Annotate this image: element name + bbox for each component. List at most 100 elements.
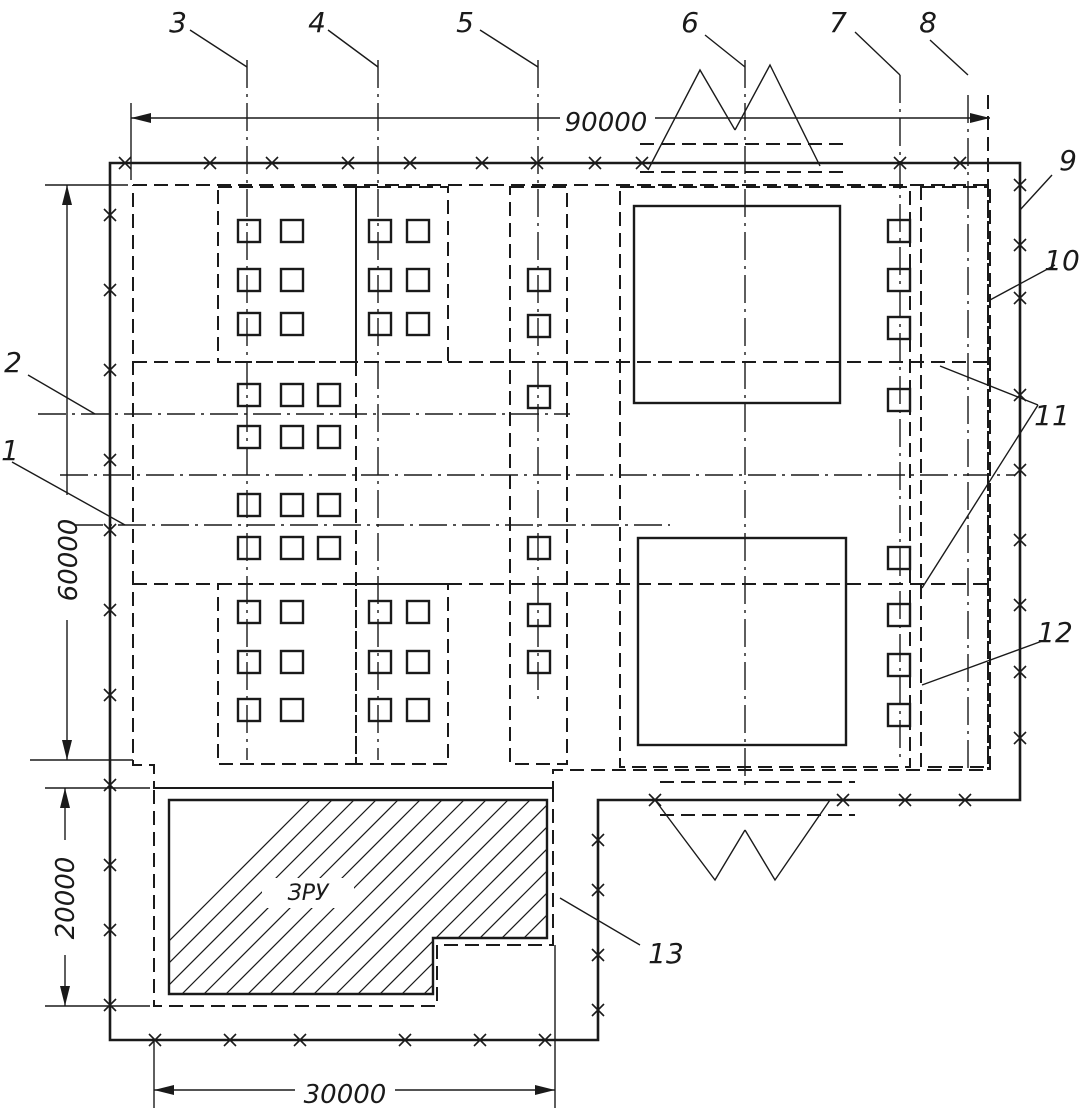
equipment-unit (236, 218, 262, 244)
fence-marker (148, 1033, 162, 1047)
fence-marker (103, 998, 117, 1012)
equipment-unit (316, 382, 342, 408)
callout-1: 1 (1, 434, 19, 467)
callout-5: 5 (456, 6, 474, 39)
fence-marker (1013, 238, 1027, 252)
equipment-unit (316, 492, 342, 518)
equipment-unit (405, 267, 431, 293)
line-entry-right (734, 63, 821, 167)
callout-7: 7 (829, 6, 847, 39)
transformer-bottom (636, 536, 848, 747)
fence-marker (103, 778, 117, 792)
fence-marker (530, 156, 544, 170)
equipment-unit (886, 652, 912, 678)
fence-marker (1013, 291, 1027, 305)
equipment-unit (886, 218, 912, 244)
equipment-unit (279, 697, 305, 723)
fence-marker (223, 1033, 237, 1047)
equipment-unit (405, 697, 431, 723)
callout-12: 12 (1037, 616, 1073, 649)
switchgear-label: ЗРУ (288, 881, 330, 906)
equipment-unit (316, 424, 342, 450)
dim-left-main-label: 60000 (54, 519, 84, 602)
bay-enclosure (217, 583, 357, 765)
fence-marker (293, 1033, 307, 1047)
equipment-unit (367, 649, 393, 675)
fence-marker (898, 793, 912, 807)
callout-6: 6 (681, 6, 699, 39)
callout-9: 9 (1059, 144, 1077, 177)
fence-marker (635, 156, 649, 170)
fence-marker (103, 688, 117, 702)
dim-bottom-label: 30000 (304, 1080, 387, 1110)
equipment-unit (236, 424, 262, 450)
equipment-unit (236, 649, 262, 675)
equipment-unit (279, 267, 305, 293)
equipment-unit (236, 311, 262, 337)
equipment-unit (405, 311, 431, 337)
callout-2: 2 (4, 346, 22, 379)
site-boundary-dashed (132, 184, 991, 789)
equipment-unit (405, 649, 431, 675)
bay-enclosure-right (920, 186, 989, 768)
fence-marker (103, 208, 117, 222)
line-entry-left (647, 68, 736, 171)
fence-marker (265, 156, 279, 170)
fence-marker (1013, 178, 1027, 192)
fence-marker (203, 156, 217, 170)
callout-11: 11 (1034, 399, 1070, 432)
label-backdrop (262, 878, 354, 908)
equipment-unit (279, 382, 305, 408)
equipment-unit (886, 387, 912, 413)
equipment-unit (526, 384, 552, 410)
zru-area-dashed (153, 787, 554, 1007)
fence-marker (1013, 731, 1027, 745)
fence-marker (398, 1033, 412, 1047)
dimension-bottom (153, 1040, 556, 1108)
fence-marker (103, 363, 117, 377)
fence-marker (103, 453, 117, 467)
fence-markers (103, 156, 1027, 1047)
equipment-unit (367, 599, 393, 625)
fence-marker (1013, 533, 1027, 547)
fence-marker (103, 523, 117, 537)
equipment-unit (886, 702, 912, 728)
equipment-unit (367, 267, 393, 293)
equipment-unit (526, 649, 552, 675)
equipment-unit (886, 545, 912, 571)
bay-enclosure (217, 186, 357, 363)
equipment-unit (279, 424, 305, 450)
fence-marker (538, 1033, 552, 1047)
equipment-unit (526, 313, 552, 339)
equipment-unit (279, 492, 305, 518)
callout-13: 13 (648, 937, 684, 970)
equipment-unit (236, 492, 262, 518)
fence-marker (591, 948, 605, 962)
dimension-left-lower (45, 787, 150, 1007)
dimension-left-main (30, 184, 133, 761)
callout-4: 4 (308, 6, 326, 39)
equipment-unit (279, 649, 305, 675)
fence-marker (1013, 463, 1027, 477)
fence-marker (103, 603, 117, 617)
equipment-unit (279, 218, 305, 244)
dim-top-label: 90000 (565, 108, 648, 138)
equipment-group (236, 218, 912, 728)
bay-enclosure (355, 583, 449, 765)
fence-marker (1013, 598, 1027, 612)
equipment-unit (886, 267, 912, 293)
dimension-top (130, 103, 990, 180)
equipment-unit (367, 218, 393, 244)
equipment-unit (279, 599, 305, 625)
fence-marker (1013, 665, 1027, 679)
fence-marker (403, 156, 417, 170)
fence-marker (953, 156, 967, 170)
callout-8: 8 (919, 6, 937, 39)
dim-left-lower-label: 20000 (51, 857, 81, 940)
transformer-top (632, 204, 842, 405)
equipment-unit (405, 218, 431, 244)
equipment-unit (405, 599, 431, 625)
equipment-unit (236, 535, 262, 561)
fence-marker (475, 156, 489, 170)
